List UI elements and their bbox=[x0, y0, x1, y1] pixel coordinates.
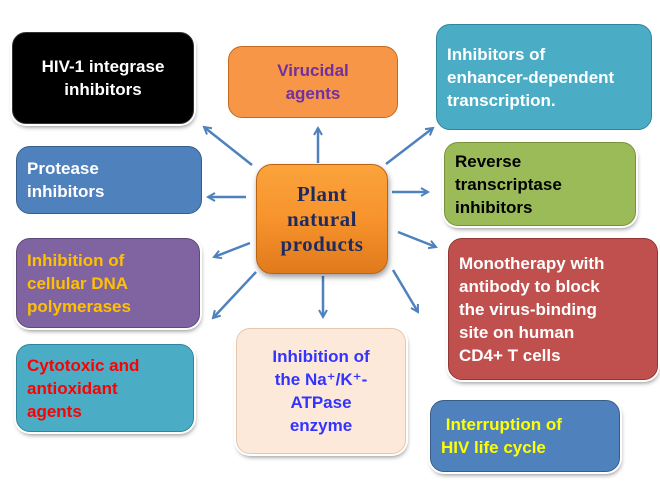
node-na-k-atpase-inhibition: Inhibition of the Na⁺/K⁺- ATPase enzyme bbox=[236, 328, 406, 454]
arrow-to-mono bbox=[397, 230, 436, 247]
node-cytotoxic-antioxidant-agents: Cytotoxic and antioxidant agents bbox=[16, 344, 194, 432]
node-text-line: site on human bbox=[459, 322, 575, 342]
arrow-to-interruption bbox=[391, 269, 420, 312]
node-reverse-transcriptase-inhibitors: Reverse transcriptase inhibitors bbox=[444, 142, 636, 226]
node-text-line: Cytotoxic and bbox=[27, 355, 140, 375]
node-protease-inhibitors: Protease inhibitors bbox=[16, 146, 202, 214]
arrow-to-enhancer bbox=[385, 128, 433, 165]
node-text-line: HIV-1 integrase bbox=[41, 57, 165, 76]
node-text-line: ATPase bbox=[290, 393, 352, 412]
node-text-line: CD4+ T cells bbox=[459, 345, 561, 365]
node-text-line: inhibitors bbox=[27, 182, 105, 201]
node-interruption-hiv-life-cycle: Interruption of HIV life cycle bbox=[430, 400, 620, 472]
node-text-line: the virus-binding bbox=[459, 299, 597, 319]
node-text-line: HIV life cycle bbox=[441, 438, 546, 457]
node-cellular-dna-polymerases: Inhibition of cellular DNA polymerases bbox=[16, 238, 200, 328]
center-node-plant-natural-products: Plant natural products bbox=[256, 164, 388, 274]
node-text-line: transcriptase bbox=[455, 174, 562, 194]
node-text-line: Inhibition of bbox=[27, 250, 125, 270]
node-text-line: antibody to block bbox=[459, 276, 600, 296]
node-text-line: inhibitors bbox=[455, 197, 533, 217]
node-text-line: agents bbox=[27, 401, 82, 421]
node-text-line: Monotherapy with bbox=[459, 253, 605, 273]
node-text-line: Interruption of bbox=[441, 415, 562, 434]
arrow-to-dna bbox=[214, 241, 251, 257]
node-text-line: inhibitors bbox=[64, 80, 142, 99]
node-hiv1-integrase-inhibitors: HIV-1 integrase inhibitors bbox=[12, 32, 194, 124]
center-text-line: products bbox=[280, 231, 364, 256]
arrow-to-integrase bbox=[204, 127, 253, 166]
node-text-line: antioxidant bbox=[27, 378, 118, 398]
arrow-to-cytotoxic bbox=[213, 271, 257, 318]
node-text-line: the Na⁺/K⁺- bbox=[274, 370, 368, 389]
node-text-line: cellular DNA bbox=[27, 273, 129, 293]
node-text-line: polymerases bbox=[27, 296, 131, 316]
node-virucidal-agents: Virucidal agents bbox=[228, 46, 398, 118]
node-text-line: Inhibition of bbox=[272, 347, 370, 366]
node-text-line: agents bbox=[285, 84, 341, 103]
center-text-line: Plant bbox=[296, 181, 348, 206]
node-monotherapy-antibody: Monotherapy with antibody to block the v… bbox=[448, 238, 658, 380]
node-text-line: Inhibitors of bbox=[447, 44, 546, 64]
node-text-line: enzyme bbox=[289, 416, 353, 435]
node-text-line: Protease bbox=[27, 159, 99, 178]
node-text-line: Virucidal bbox=[277, 61, 349, 80]
node-text-line: transcription. bbox=[447, 90, 556, 110]
node-enhancer-dependent-transcription: Inhibitors of enhancer-dependent transcr… bbox=[436, 24, 652, 130]
node-text-line: enhancer-dependent bbox=[447, 67, 615, 87]
center-text-line: natural bbox=[286, 206, 357, 231]
node-text-line: Reverse bbox=[455, 151, 522, 171]
